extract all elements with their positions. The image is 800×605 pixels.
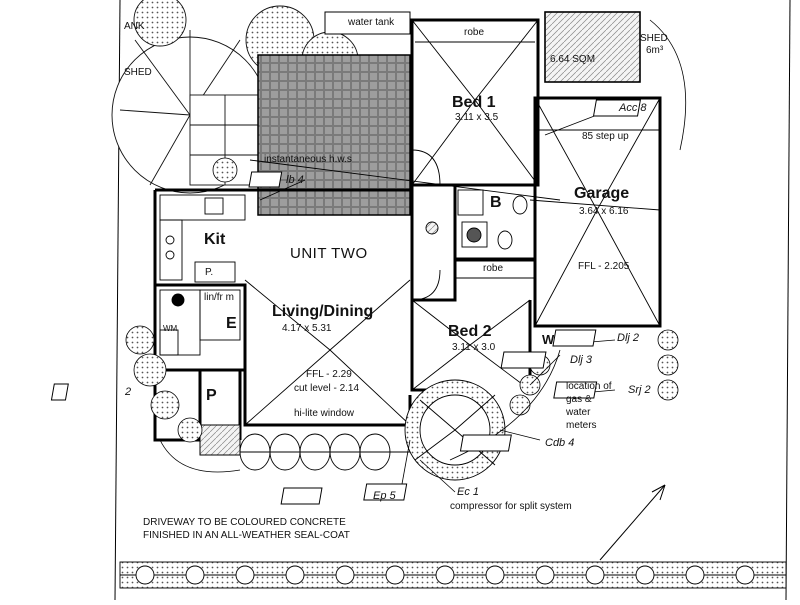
porch-label: P	[206, 387, 217, 404]
step-up-label: 85 step up	[582, 131, 629, 142]
pantry-label: P.	[205, 267, 214, 278]
shrubs-left	[125, 157, 238, 443]
meters-note-3: water	[566, 407, 591, 418]
garage-label: Garage	[574, 185, 630, 202]
w-meter-label: W	[542, 332, 555, 347]
kitchen-label: Kit	[204, 231, 226, 248]
robe-label-top: robe	[464, 27, 485, 38]
room-diagonals	[244, 19, 661, 426]
water-tank	[324, 11, 411, 35]
tank-area-label: 6.64 SQM	[550, 54, 596, 65]
porch-step	[199, 424, 241, 456]
tag-cdb4: Cdb 4	[545, 437, 575, 449]
meters-note-4: meters	[566, 420, 597, 431]
water-tank-label: water tank	[348, 17, 395, 28]
kitchen-fixtures	[159, 194, 246, 356]
tag-ec1: Ec 1	[457, 486, 480, 498]
tag-dlj2: Dlj 2	[617, 332, 640, 344]
bed1-label: Bed 1	[452, 94, 496, 111]
compressor-note: compressor for split system	[450, 501, 572, 512]
shed	[544, 11, 641, 83]
meters-note-1: location of	[566, 381, 612, 392]
tag-ep5: Ep 5	[373, 490, 396, 502]
tag-lb4: lb 4	[286, 174, 304, 186]
cut-level-label: cut level - 2.14	[294, 383, 360, 394]
garage-ffl: FFL - 2.205	[578, 261, 630, 272]
hilite-window-label: hi-lite window	[294, 408, 355, 419]
unit-two-title: UNIT TWO	[290, 245, 368, 262]
tag-srj2: Srj 2	[628, 384, 651, 396]
front-hedge	[239, 433, 410, 471]
bed1-size: 3.11 x 3.5	[455, 112, 499, 123]
tank-small-label: ANK	[124, 21, 145, 32]
living-size: 4.17 x 5.31	[282, 323, 332, 334]
bathroom-label: B	[490, 194, 502, 211]
tag-left-2: 2	[125, 386, 132, 398]
wm-label: WM	[163, 324, 178, 333]
driveway-note-1: DRIVEWAY TO BE COLOURED CONCRETE	[143, 517, 346, 528]
boundary-hedge	[119, 561, 787, 589]
bathroom-fixtures	[425, 189, 528, 250]
tag-acc8: Acc 8	[619, 102, 647, 114]
living-dining-label: Living/Dining	[272, 303, 374, 320]
driveway-arrow	[599, 484, 666, 561]
bed2-size: 3.11 x 3.0	[452, 342, 496, 353]
laundry-label: lin/fr m	[204, 292, 234, 303]
shed-label: SHED	[640, 33, 668, 44]
entry-label: E	[226, 315, 237, 332]
garage-size: 3.64 x 6.16	[579, 206, 629, 217]
meters-note-2: gas &	[566, 394, 592, 405]
hws-label: instantaneous h.w.s	[264, 154, 352, 165]
tag-boxes	[50, 99, 641, 505]
driveway-note-2: FINISHED IN AN ALL-WEATHER SEAL-COAT	[143, 530, 350, 541]
robe-label-mid: robe	[483, 263, 504, 274]
ffl-label: FFL - 2.29	[306, 369, 352, 380]
tag-dlj3: Dlj 3	[570, 354, 593, 366]
feature-tree	[404, 379, 506, 481]
bed2-label: Bed 2	[448, 323, 492, 340]
shed-volume-label: 6m³	[646, 45, 664, 56]
shed-left-label: SHED	[124, 67, 152, 78]
